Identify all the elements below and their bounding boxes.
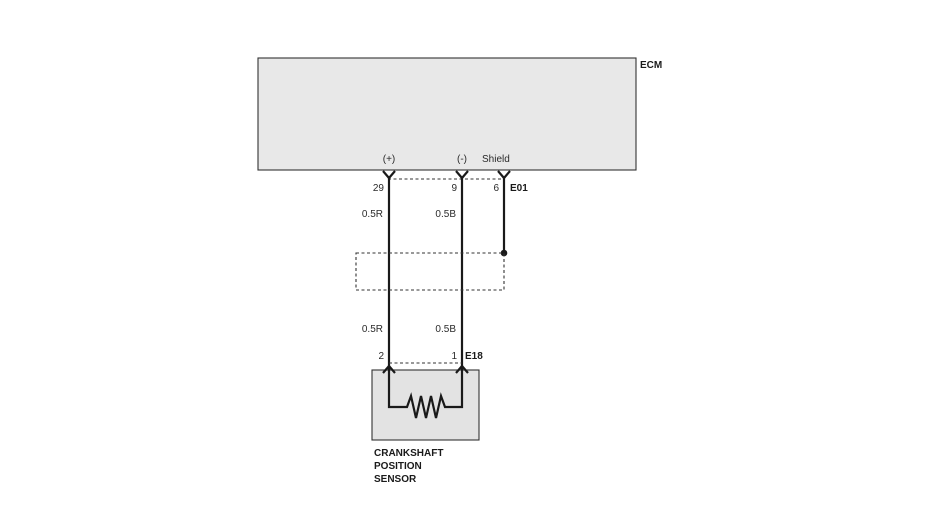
sensor-name-line-2: POSITION xyxy=(374,461,422,472)
shield-ground-junction xyxy=(500,249,508,257)
sensor-terminal-1-mark xyxy=(455,364,469,374)
ecm-pin-signal-plus: (+) xyxy=(383,154,396,165)
ecm-terminal-6-mark xyxy=(497,170,511,180)
wire-label-lower-negative: 0.5B xyxy=(435,324,456,335)
ecm-pin-number-6: 6 xyxy=(493,183,499,194)
ecm-pin-signal-shield: Shield xyxy=(482,154,510,165)
sensor-name-line-1: CRANKSHAFT xyxy=(374,448,443,459)
ecm-pin-number-29: 29 xyxy=(373,183,385,194)
ecm-module-box xyxy=(257,57,637,171)
ecm-connector-outline xyxy=(388,178,505,180)
ecm-terminal-29-mark xyxy=(382,170,396,180)
ecm-terminal-9-mark xyxy=(455,170,469,180)
sensor-pin-number-1: 1 xyxy=(451,351,457,362)
resistor-icon xyxy=(387,367,464,419)
sensor-terminal-2-mark xyxy=(382,364,396,374)
wire-label-upper-negative: 0.5B xyxy=(435,209,456,220)
sensor-name-line-3: SENSOR xyxy=(374,474,417,485)
ecm-pin-signal-minus: (-) xyxy=(457,154,467,165)
sensor-pin-number-2: 2 xyxy=(378,351,384,362)
shield-enclosure xyxy=(355,252,505,291)
sensor-connector-id: E18 xyxy=(465,351,483,362)
wire-label-lower-positive: 0.5R xyxy=(362,324,383,335)
ecm-label: ECM xyxy=(640,60,662,71)
ecm-connector-id: E01 xyxy=(510,183,528,194)
wire-label-upper-positive: 0.5R xyxy=(362,209,383,220)
ecm-pin-number-9: 9 xyxy=(451,183,457,194)
